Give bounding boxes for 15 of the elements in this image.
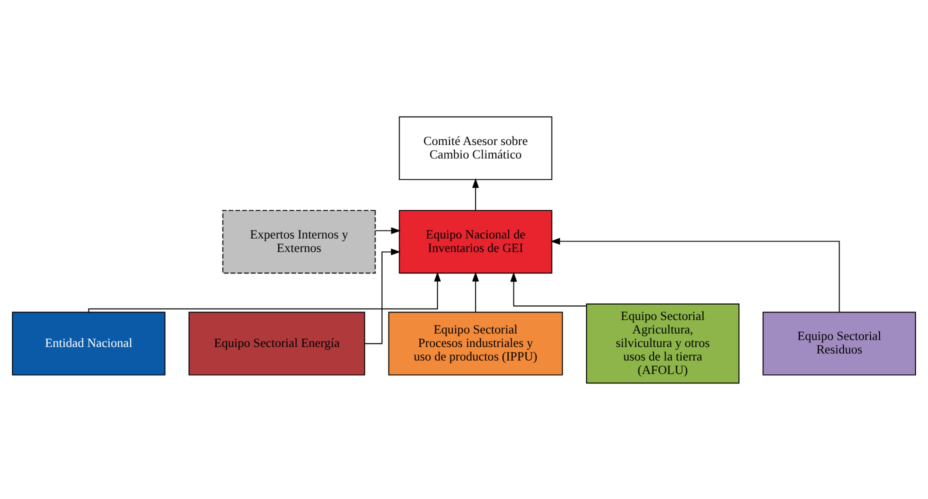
node-box: Entidad Nacional xyxy=(12,311,166,375)
arrow xyxy=(88,271,441,312)
arrow xyxy=(550,237,840,312)
node-box: Equipo Nacional de Inventarios de GEI xyxy=(398,209,552,274)
node-box: Equipo Sectorial Energía xyxy=(188,311,366,375)
arrow xyxy=(472,178,479,210)
node-box: Equipo Sectorial Residuos xyxy=(762,311,916,375)
node-box: Equipo Sectorial Agricultura, silvicultura y otros usos de la tierra (AFOLU) xyxy=(586,303,740,384)
node-box: Expertos Internos y Externos xyxy=(222,209,376,274)
node-box: Comité Asesor sobre Cambio Climático xyxy=(398,116,552,180)
arrow xyxy=(510,272,587,306)
arrow xyxy=(374,226,401,234)
arrow xyxy=(472,271,479,312)
arrow xyxy=(364,248,401,344)
node-box: Equipo Sectorial Procesos industriales y uso de productos (IPPU) xyxy=(388,311,563,375)
